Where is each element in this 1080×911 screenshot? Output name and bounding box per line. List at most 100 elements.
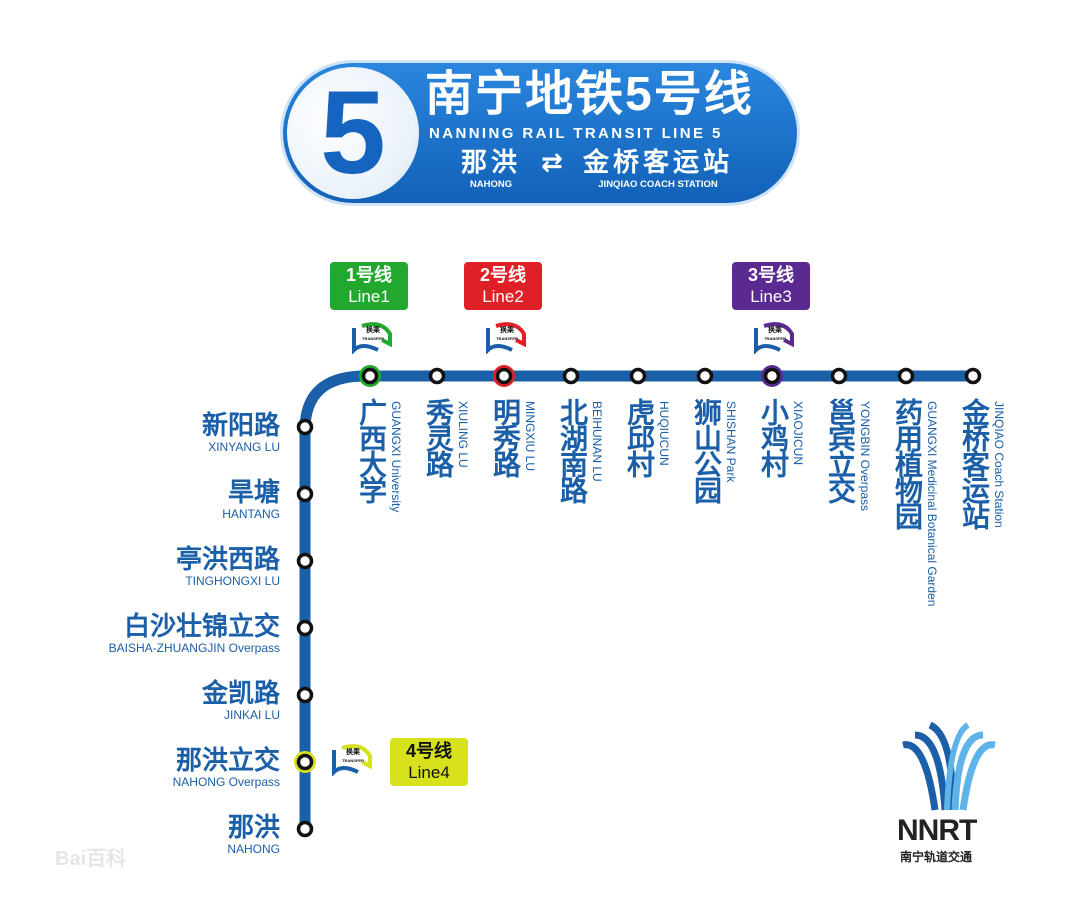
- line-title-en: NANNING RAIL TRANSIT LINE 5: [429, 125, 723, 142]
- terminus-from-cn: 那洪: [461, 147, 522, 177]
- station-name-cn: 亭洪西路: [175, 544, 280, 574]
- terminus-to-en: JINQIAO COACH STATION: [598, 179, 718, 190]
- station-name-cn: 金桥客运站: [959, 398, 990, 528]
- station-name-en: BAISHA-ZHUANGJIN Overpass: [108, 641, 280, 655]
- bidirectional-arrow-icon: ⇄: [541, 147, 563, 177]
- terminus-from-en: NAHONG: [469, 179, 513, 190]
- line4-name-cn: 4号线: [405, 741, 452, 761]
- badge-line4: 4号线 Line4: [390, 738, 468, 786]
- badge-line3: 3号线 Line3: [732, 262, 810, 310]
- station-name-cn: 白沙壮锦立交: [123, 611, 280, 641]
- station-dot: [696, 367, 714, 385]
- station-dot: [361, 367, 379, 385]
- watermark: Bai百科: [55, 848, 127, 870]
- station-name-cn: 那洪立交: [175, 745, 280, 775]
- station-name-en: SHISHAN Park: [724, 401, 738, 483]
- station-dot: [296, 820, 314, 838]
- station-name-cn: 明秀路: [490, 398, 521, 476]
- line-title-cn: 南宁地铁5号线: [425, 68, 754, 121]
- transfer-label-cn: 换乘: [500, 327, 514, 334]
- station-name-en: XINYANG LU: [208, 440, 280, 454]
- line1-name-cn: 1号线: [345, 265, 392, 285]
- station-name-cn: 旱塘: [227, 477, 280, 507]
- station-name-en: MINGXIU LU: [523, 401, 537, 472]
- line1-name-en: Line1: [348, 287, 390, 306]
- station-name-en: YONGBIN Overpass: [858, 401, 872, 512]
- station-dot: [897, 367, 915, 385]
- badge-line1: 1号线 Line1: [330, 262, 408, 310]
- station-name-en: GUANGXI Medicinal Botanical Garden: [925, 401, 939, 607]
- badge-line2: 2号线 Line2: [464, 262, 542, 310]
- station-transfer-icon: 换乘 TRANSFER: [348, 320, 396, 355]
- line3-name-cn: 3号线: [747, 265, 794, 285]
- line-title-banner: 5 南宁地铁5号线 NANNING RAIL TRANSIT LINE 5 那洪…: [283, 63, 797, 203]
- transfer-label: 换乘 TRANSFER: [493, 326, 521, 342]
- station-name-cn: 狮山公园: [691, 398, 722, 502]
- station-dot: [964, 367, 982, 385]
- station-dot: [830, 367, 848, 385]
- transfer-label-cn: 换乘: [366, 327, 380, 334]
- station-name-en: JINKAI LU: [223, 708, 280, 722]
- station-transfer-icon: 换乘 TRANSFER: [482, 320, 530, 355]
- station-dot: [296, 552, 314, 570]
- transfer-label: 换乘 TRANSFER: [359, 326, 387, 342]
- station-name-cn: 北湖南路: [557, 398, 588, 502]
- nnrt-logo-icon: [902, 721, 996, 811]
- station-name-en: GUANGXI University: [389, 401, 403, 513]
- station-name-en: BEIHUNAN LU: [590, 401, 604, 482]
- transfer-label-en: TRANSFER: [764, 336, 786, 341]
- transfer-label: 换乘 TRANSFER: [761, 326, 789, 342]
- station-name-en: HANTANG: [222, 507, 280, 521]
- station-name-cn: 那洪: [227, 812, 280, 842]
- station-transfer-icon: 换乘 TRANSFER: [328, 742, 376, 777]
- station-dot: [629, 367, 647, 385]
- transfer-label-cn: 换乘: [768, 327, 782, 334]
- station-name-en: TINGHONGXI LU: [185, 574, 280, 588]
- station-dot: [296, 485, 314, 503]
- station-dot: [763, 367, 781, 385]
- transfer-label-en: TRANSFER: [342, 758, 364, 763]
- line2-name-en: Line2: [482, 287, 524, 306]
- station-name-en: HUQIUCUN: [657, 401, 671, 466]
- logo-text-cn: 南宁轨道交通: [900, 850, 973, 864]
- station-dot: [495, 367, 513, 385]
- station-dot: [562, 367, 580, 385]
- station-name-cn: 秀灵路: [423, 398, 454, 476]
- transfer-label: 换乘 TRANSFER: [339, 748, 367, 764]
- logo-text: NNRT: [897, 814, 977, 847]
- station-name-cn: 广西大学: [356, 398, 387, 502]
- transfer-label-en: TRANSFER: [496, 336, 518, 341]
- terminus-to-cn: 金桥客运站: [583, 147, 734, 177]
- station-name-cn: 邕宾立交: [825, 398, 856, 502]
- station-name-en: XIULING LU: [456, 401, 470, 468]
- transfer-label-en: TRANSFER: [362, 336, 384, 341]
- line3-name-en: Line3: [750, 287, 792, 306]
- station-name-cn: 新阳路: [201, 410, 280, 440]
- transfer-label-cn: 换乘: [346, 749, 360, 756]
- station-transfer-icon: 换乘 TRANSFER: [750, 320, 798, 355]
- station-name-en: NAHONG Overpass: [172, 775, 280, 789]
- station-dot: [428, 367, 446, 385]
- station-dot: [296, 619, 314, 637]
- station-name-cn: 药用植物园: [892, 398, 923, 528]
- station-dot: [296, 418, 314, 436]
- station-name-cn: 小鸡村: [758, 398, 789, 476]
- line4-name-en: Line4: [408, 763, 450, 782]
- line2-name-cn: 2号线: [479, 265, 526, 285]
